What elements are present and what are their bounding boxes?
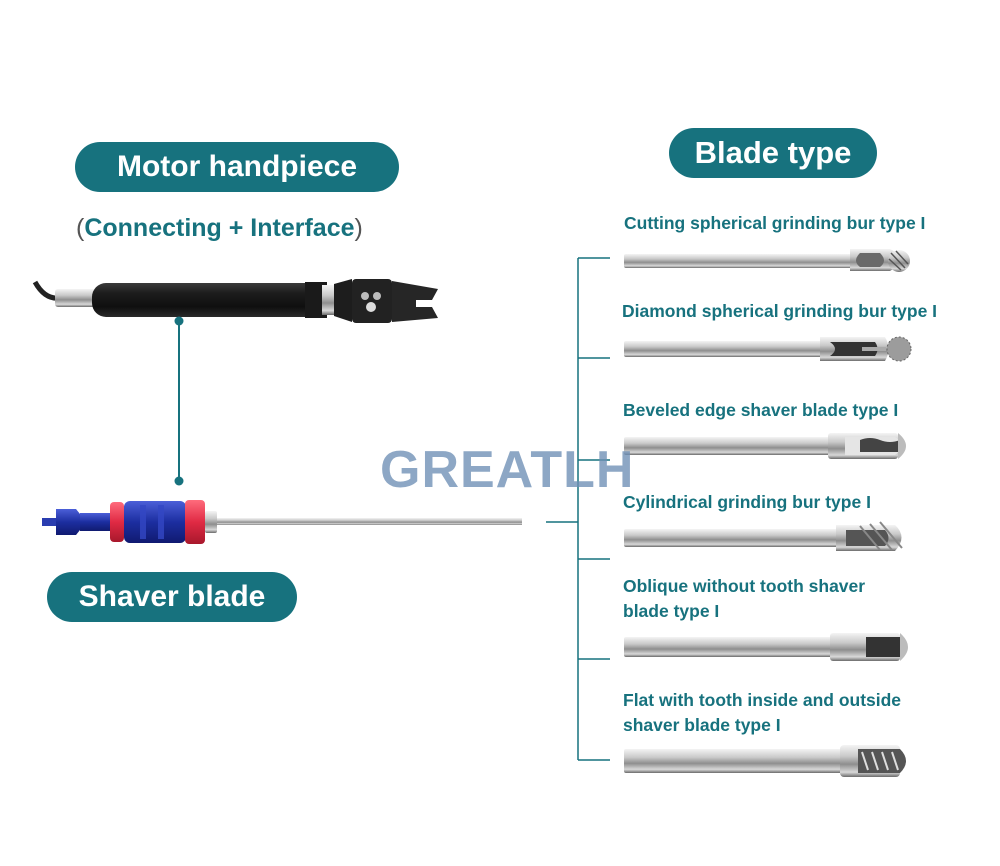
shaver-blade-title: Shaver blade <box>47 572 297 622</box>
motor-handpiece-image <box>32 279 438 323</box>
blade-label-6: Flat with tooth inside and outside shaver… <box>623 688 901 738</box>
blade-label-4: Cylindrical grinding bur type I <box>623 490 871 515</box>
blade-type-bracket <box>546 257 610 761</box>
blade-image-4 <box>624 521 903 551</box>
greatlh-watermark: GREATLH <box>380 441 635 499</box>
blade-label-6-line1: Flat with tooth inside and outside <box>623 690 902 710</box>
blade-label-5-line1: Oblique without tooth shaver <box>623 576 866 596</box>
subtitle-text: Connecting + Interface <box>84 214 355 242</box>
blade-type-title: Blade type <box>669 128 877 178</box>
blade-label-1: Cutting spherical grinding bur type I <box>624 211 925 236</box>
connector-dot-bottom <box>174 476 184 486</box>
motor-handpiece-subtitle: (Connecting + Interface) <box>76 214 363 243</box>
motor-handpiece-title: Motor handpiece <box>75 142 399 192</box>
shaver-blade-image <box>42 500 522 544</box>
blade-label-5-line2: blade type I <box>623 601 720 621</box>
blade-label-2-line1: Diamond spherical grinding bur type I <box>622 301 938 321</box>
blade-image-5 <box>624 633 908 661</box>
blade-label-5: Oblique without tooth shaver blade type I <box>623 574 865 624</box>
subtitle-open-paren: ( <box>76 214 85 242</box>
blade-image-3 <box>624 433 906 459</box>
blade-image-6 <box>624 745 906 777</box>
blade-label-3-line1: Beveled edge shaver blade type I <box>623 400 899 420</box>
subtitle-close-paren: ) <box>354 214 363 242</box>
blade-image-1 <box>624 249 910 272</box>
blade-label-3: Beveled edge shaver blade type I <box>623 398 898 423</box>
blade-label-4-line1: Cylindrical grinding bur type I <box>623 492 871 512</box>
blade-image-2 <box>624 336 912 362</box>
blade-label-2: Diamond spherical grinding bur type I <box>622 299 937 324</box>
blade-label-1-line1: Cutting spherical grinding bur type I <box>624 213 926 233</box>
blade-label-6-line2: shaver blade type I <box>623 715 781 735</box>
connector-dot-top <box>174 316 184 326</box>
